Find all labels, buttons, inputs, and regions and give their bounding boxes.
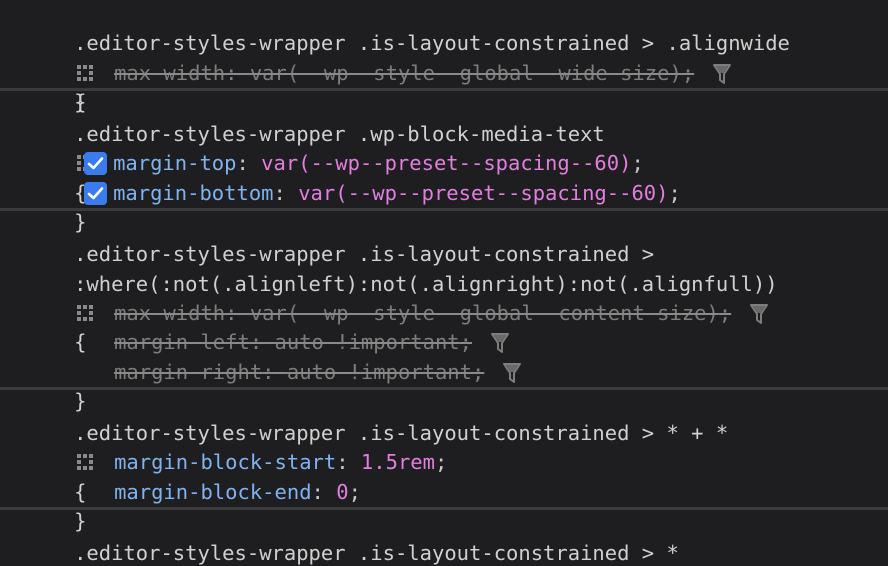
property-value[interactable]: auto !important: [286, 359, 472, 384]
grid-icon[interactable]: [76, 453, 94, 471]
declaration-row[interactable]: margin-left: auto !important;: [0, 299, 888, 354]
filter-icon[interactable]: [712, 63, 732, 85]
property-name[interactable]: margin-left: [114, 330, 250, 355]
property-value[interactable]: var(--wp--preset--spacing--60): [261, 151, 632, 176]
filter-icon[interactable]: [749, 303, 769, 325]
rule-close: }: [0, 179, 888, 234]
property-name[interactable]: max-width: [114, 60, 226, 85]
declaration-row[interactable]: margin-bottom: var(--wp--preset--spacing…: [0, 149, 888, 205]
selector-text[interactable]: .editor-styles-wrapper .is-layout-constr…: [74, 242, 655, 267]
open-brace: {: [74, 330, 87, 355]
rule-selector: .editor-styles-wrapper .is-layout-constr…: [0, 211, 888, 266]
rule-close: }: [0, 59, 888, 114]
grid-icon[interactable]: [76, 304, 94, 322]
rule-selector-continued: :where(:not(.alignleft):not(.alignright)…: [0, 240, 888, 355]
declaration-row[interactable]: margin-right: auto !important;: [0, 328, 888, 384]
overridden-declaration[interactable]: margin-left: auto !important;: [114, 330, 472, 355]
filter-icon[interactable]: [490, 332, 510, 354]
overridden-declaration[interactable]: margin-right: auto !important;: [114, 359, 485, 384]
declaration-checkbox[interactable]: [84, 152, 108, 176]
property-value[interactable]: auto !important: [274, 330, 460, 355]
close-brace: }: [74, 210, 87, 235]
property-value[interactable]: 0: [336, 479, 349, 504]
grid-icon[interactable]: [76, 64, 94, 82]
property-value[interactable]: 1.5rem: [360, 450, 435, 475]
checkmark-icon: [87, 186, 104, 200]
selector-text[interactable]: .editor-styles-wrapper .is-layout-constr…: [74, 421, 729, 446]
selector-text[interactable]: .editor-styles-wrapper .is-layout-constr…: [74, 31, 790, 56]
rule-close: }: [0, 358, 888, 413]
rule-selector: .editor-styles-wrapper .wp-block-media-t…: [0, 91, 888, 205]
selector-text[interactable]: .editor-styles-wrapper .wp-block-media-t…: [74, 122, 605, 147]
declaration-checkbox[interactable]: [84, 181, 108, 205]
rule-selector: .editor-styles-wrapper .is-layout-constr…: [0, 0, 888, 114]
declaration-row[interactable]: max-width: var(--wp--style--global--wide…: [0, 29, 888, 85]
open-brace: {: [74, 180, 87, 205]
filter-icon[interactable]: [502, 362, 522, 384]
property-name[interactable]: margin-right: [114, 359, 263, 384]
css-rule-owl-selector: .editor-styles-wrapper .is-layout-constr…: [0, 390, 888, 533]
property-value[interactable]: var(--wp--style--global--content-size): [249, 300, 719, 325]
open-brace: {: [74, 479, 87, 504]
property-name[interactable]: max-width: [114, 300, 226, 325]
property-value[interactable]: var(--wp--style--global--wide-size): [249, 60, 682, 85]
selector-text[interactable]: :where(:not(.alignleft):not(.alignright)…: [74, 271, 778, 296]
overridden-declaration[interactable]: max-width: var(--wp--style--global--wide…: [114, 60, 695, 85]
rule-selector: .editor-styles-wrapper .is-layout-constr…: [0, 510, 888, 565]
declaration-row[interactable]: margin-block-start: 1.5rem;: [114, 450, 448, 475]
close-brace: }: [74, 388, 87, 413]
property-name[interactable]: margin-block-end: [114, 479, 312, 504]
property-name[interactable]: margin-block-start: [114, 450, 337, 475]
property-name[interactable]: margin-top: [113, 151, 237, 176]
css-rule-child-selector: .editor-styles-wrapper .is-layout-constr…: [0, 510, 888, 565]
property-name[interactable]: margin-bottom: [113, 180, 274, 205]
overridden-declaration[interactable]: max-width: var(--wp--style--global--cont…: [114, 300, 732, 325]
rule-selector: .editor-styles-wrapper .is-layout-constr…: [0, 390, 888, 504]
css-rule-alignwide: .editor-styles-wrapper .is-layout-constr…: [0, 0, 888, 114]
property-value[interactable]: var(--wp--preset--spacing--60): [298, 180, 669, 205]
close-brace: }: [74, 509, 87, 534]
checkmark-icon: [87, 157, 104, 170]
selector-text[interactable]: .editor-styles-wrapper .is-layout-constr…: [74, 541, 679, 566]
css-rule-media-text: .editor-styles-wrapper .wp-block-media-t…: [0, 91, 888, 234]
css-rule-where-not-align: .editor-styles-wrapper .is-layout-constr…: [0, 211, 888, 413]
declaration-row[interactable]: margin-block-end: 0;: [114, 479, 361, 504]
declaration-row[interactable]: max-width: var(--wp--style--global--cont…: [0, 270, 888, 325]
close-brace: }: [74, 89, 87, 114]
open-brace: {: [74, 89, 87, 114]
rule-close: }: [0, 478, 888, 533]
declaration-row[interactable]: margin-top: var(--wp--preset--spacing--6…: [0, 120, 888, 176]
